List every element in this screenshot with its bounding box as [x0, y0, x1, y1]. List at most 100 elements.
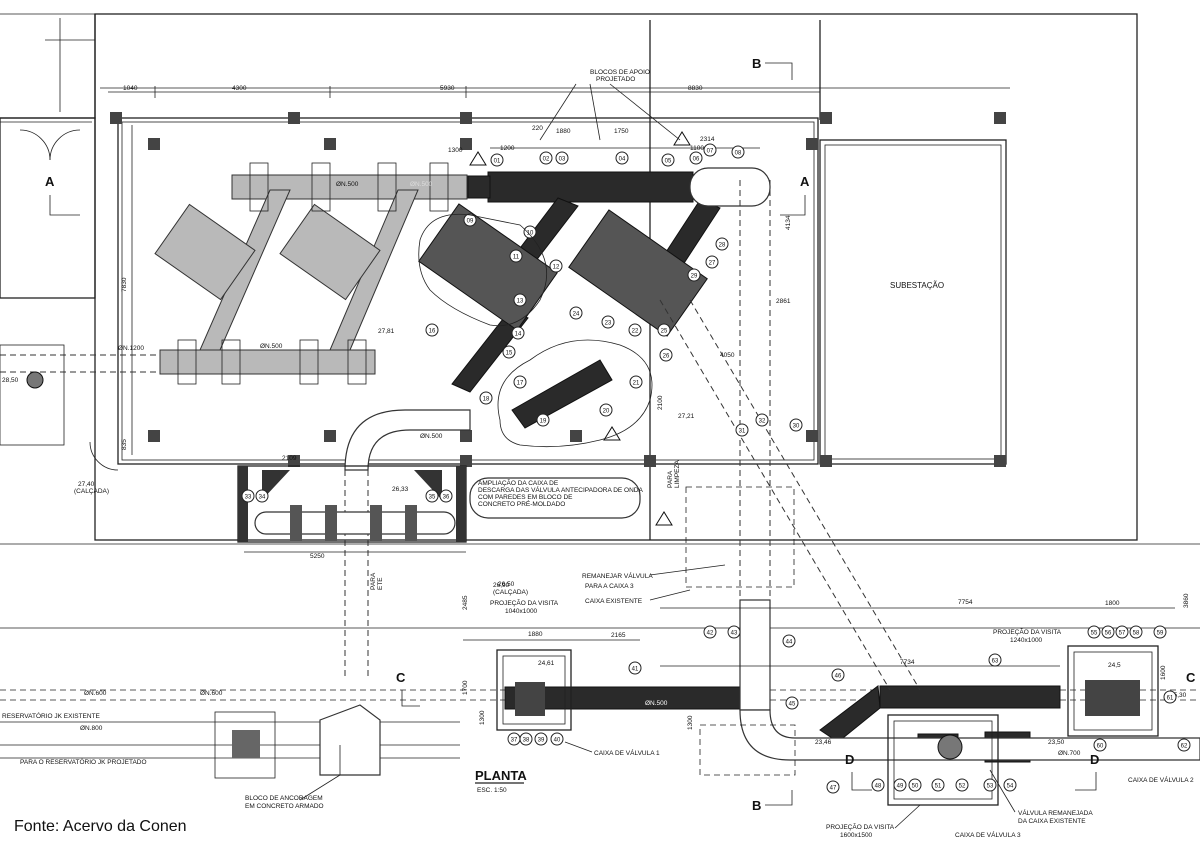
item-bubble-circle [628, 323, 642, 337]
item-bubble-circle [789, 418, 803, 432]
item-bubble-circle [687, 268, 701, 282]
pipe-label-6: ØN.600 [84, 690, 107, 697]
dim-top-2: 4300 [232, 85, 247, 92]
item-bubble-number: 63 [992, 658, 999, 664]
dim-2485: 2485 [462, 595, 469, 610]
item-bubble-number: 47 [830, 785, 837, 791]
item-bubble-number: 05 [665, 158, 672, 164]
item-bubble: 45 [785, 696, 799, 710]
pipe-label-8: ØN.800 [80, 725, 103, 732]
item-bubble: 32 [755, 413, 769, 427]
item-bubble-number: 55 [1091, 630, 1098, 636]
item-bubble-number: 42 [707, 630, 714, 636]
item-bubble: 02 [539, 151, 553, 165]
item-bubble: 15 [502, 345, 516, 359]
item-bubble: 11 [509, 249, 523, 263]
item-bubble: 57 [1115, 625, 1129, 639]
item-bubble: 18 [479, 391, 493, 405]
item-bubble-number: 18 [483, 396, 490, 402]
dim-top-4: 8830 [688, 85, 703, 92]
item-bubble-number: 19 [540, 418, 547, 424]
item-bubble: 10 [523, 225, 537, 239]
item-bubble-circle [511, 326, 525, 340]
item-bubble-circle [425, 489, 439, 503]
item-bubble-circle [439, 489, 453, 503]
item-bubble-number: 14 [515, 331, 522, 337]
dim-1880: 1880 [528, 631, 543, 638]
item-bubble-number: 26 [663, 353, 670, 359]
item-bubble: 07 [703, 143, 717, 157]
item-bubble-circle [569, 306, 583, 320]
item-bubble-circle [1153, 625, 1167, 639]
note-remanejar-1: REMANEJAR VÁLVULA [582, 571, 653, 580]
level-24-61: 24,61 [538, 660, 555, 667]
item-bubble-number: 41 [632, 666, 639, 672]
item-bubble-circle [1163, 690, 1177, 704]
pipe-label-1: ØN.500 [336, 181, 359, 188]
item-bubble-number: 60 [1097, 743, 1104, 749]
item-bubble-circle [509, 249, 523, 263]
dim-left-2: 835 [121, 439, 128, 450]
note-reservatorio-existente: RESERVATÓRIO JK EXISTENTE [2, 711, 101, 720]
item-bubble-number: 32 [759, 418, 766, 424]
dim-top-1: 1040 [123, 85, 138, 92]
note-para-ete-2: ETE [377, 577, 384, 590]
item-bubble-number: 49 [897, 783, 904, 789]
item-bubble-circle [1003, 778, 1017, 792]
note-caixa-valvula-1: CAIXA DE VÁLVULA 1 [594, 748, 660, 757]
item-bubble: 47 [826, 780, 840, 794]
item-bubble-circle [1177, 738, 1191, 752]
item-bubble-circle [1093, 738, 1107, 752]
revision-clouds [418, 213, 653, 448]
note-ampliacao-2: DESCARGA DAS VÁLVULA ANTECIPADORA DE OND… [478, 485, 644, 494]
item-bubble-circle [490, 153, 504, 167]
section-mark-d-left: D [845, 752, 854, 767]
item-bubble-circle [826, 780, 840, 794]
dim-7734: 7734 [900, 659, 915, 666]
nivel-calcada-1-value: 27,40 [78, 481, 95, 488]
item-bubble-circle [659, 348, 673, 362]
item-bubble-number: 50 [912, 783, 919, 789]
note-projecao-2b: 1240x1000 [1010, 637, 1043, 644]
note-projecao-1b: 1040x1000 [505, 608, 538, 615]
item-bubble-circle [502, 345, 516, 359]
item-bubble-number: 13 [517, 298, 524, 304]
item-bubble-circle [519, 732, 533, 746]
note-projecao-3a: PROJEÇÃO DA VISITA [826, 822, 895, 831]
pipe-label-5: ØN.1200 [118, 345, 144, 352]
pipe-label-3: ØN.500 [645, 700, 668, 707]
item-bubble-number: 23 [605, 320, 612, 326]
item-bubble-circle [513, 293, 527, 307]
item-bubble: 39 [534, 732, 548, 746]
item-bubble-circle [534, 732, 548, 746]
item-bubble-number: 09 [467, 218, 474, 224]
item-bubble: 42 [703, 625, 717, 639]
item-bubble-number: 15 [506, 350, 513, 356]
dim-2165: 2165 [611, 632, 626, 639]
level-27-81: 27,81 [378, 328, 395, 335]
item-bubble-circle [1115, 625, 1129, 639]
item-bubble-circle [715, 237, 729, 251]
dim-top2-5: 220 [532, 125, 543, 132]
item-bubble-circle [523, 225, 537, 239]
note-reservatorio-projetado: PARA O RESERVATÓRIO JK PROJETADO [20, 757, 147, 766]
item-bubble-circle [735, 423, 749, 437]
item-bubble-number: 17 [517, 380, 524, 386]
item-bubble-number: 29 [691, 273, 698, 279]
section-mark-b-bottom: B [752, 798, 761, 813]
item-bubble-circle [549, 259, 563, 273]
item-bubble-circle [871, 778, 885, 792]
dim-left-1: 7830 [121, 277, 128, 292]
item-bubble-circle [513, 375, 527, 389]
item-bubble: 21 [629, 375, 643, 389]
item-bubble-number: 34 [259, 494, 266, 500]
item-bubble-number: 46 [835, 673, 842, 679]
item-bubble: 01 [490, 153, 504, 167]
note-projecao-1a: PROJEÇÃO DA VISITA [490, 598, 559, 607]
item-bubble-circle [463, 213, 477, 227]
item-bubble-number: 01 [494, 158, 501, 164]
item-bubble: 24 [569, 306, 583, 320]
item-bubble: 16 [425, 323, 439, 337]
item-bubble-number: 31 [739, 428, 746, 434]
